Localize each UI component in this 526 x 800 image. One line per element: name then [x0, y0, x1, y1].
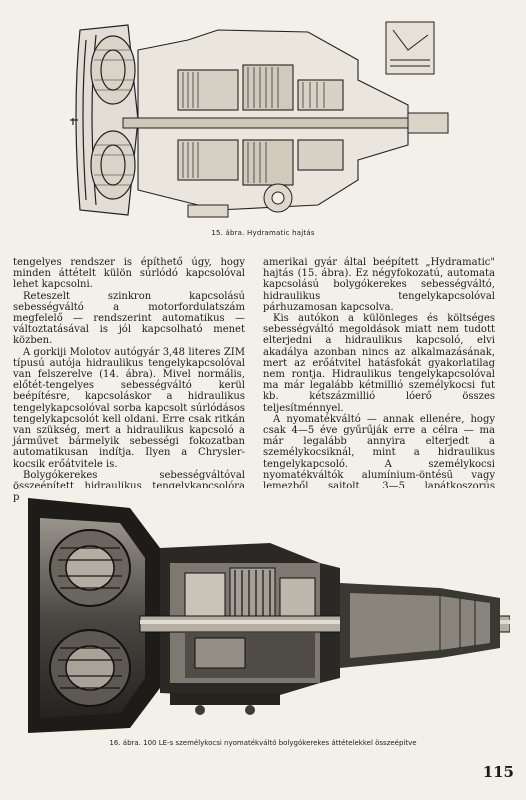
hydramatic-drive-drawing: [68, 10, 458, 228]
right-text-column: amerikai gyár által beépített „Hydramati…: [263, 257, 495, 503]
left-text-column: tengelyes rendszer is építhető úgy, hogy…: [13, 257, 245, 503]
paragraph: Reteszelt szinkron kapcsolású sebességvá…: [13, 290, 245, 347]
figure-16-caption: 16. ábra. 100 LE-s személykocsi nyomaték…: [109, 739, 417, 747]
paragraph: A gorkiji Molotov autógyár 3,48 literes …: [13, 346, 245, 470]
paragraph: Kis autókon a különleges és költséges se…: [263, 313, 495, 414]
torque-converter-gearbox-photo: [20, 488, 510, 738]
paragraph: tengelyes rendszer is építhető úgy, hogy…: [13, 257, 245, 291]
figure-15-caption: 15. ábra. Hydramatic hajtás: [211, 229, 315, 237]
paragraph: amerikai gyár által beépített „Hydramati…: [263, 257, 495, 313]
page-number: 115: [482, 763, 514, 781]
